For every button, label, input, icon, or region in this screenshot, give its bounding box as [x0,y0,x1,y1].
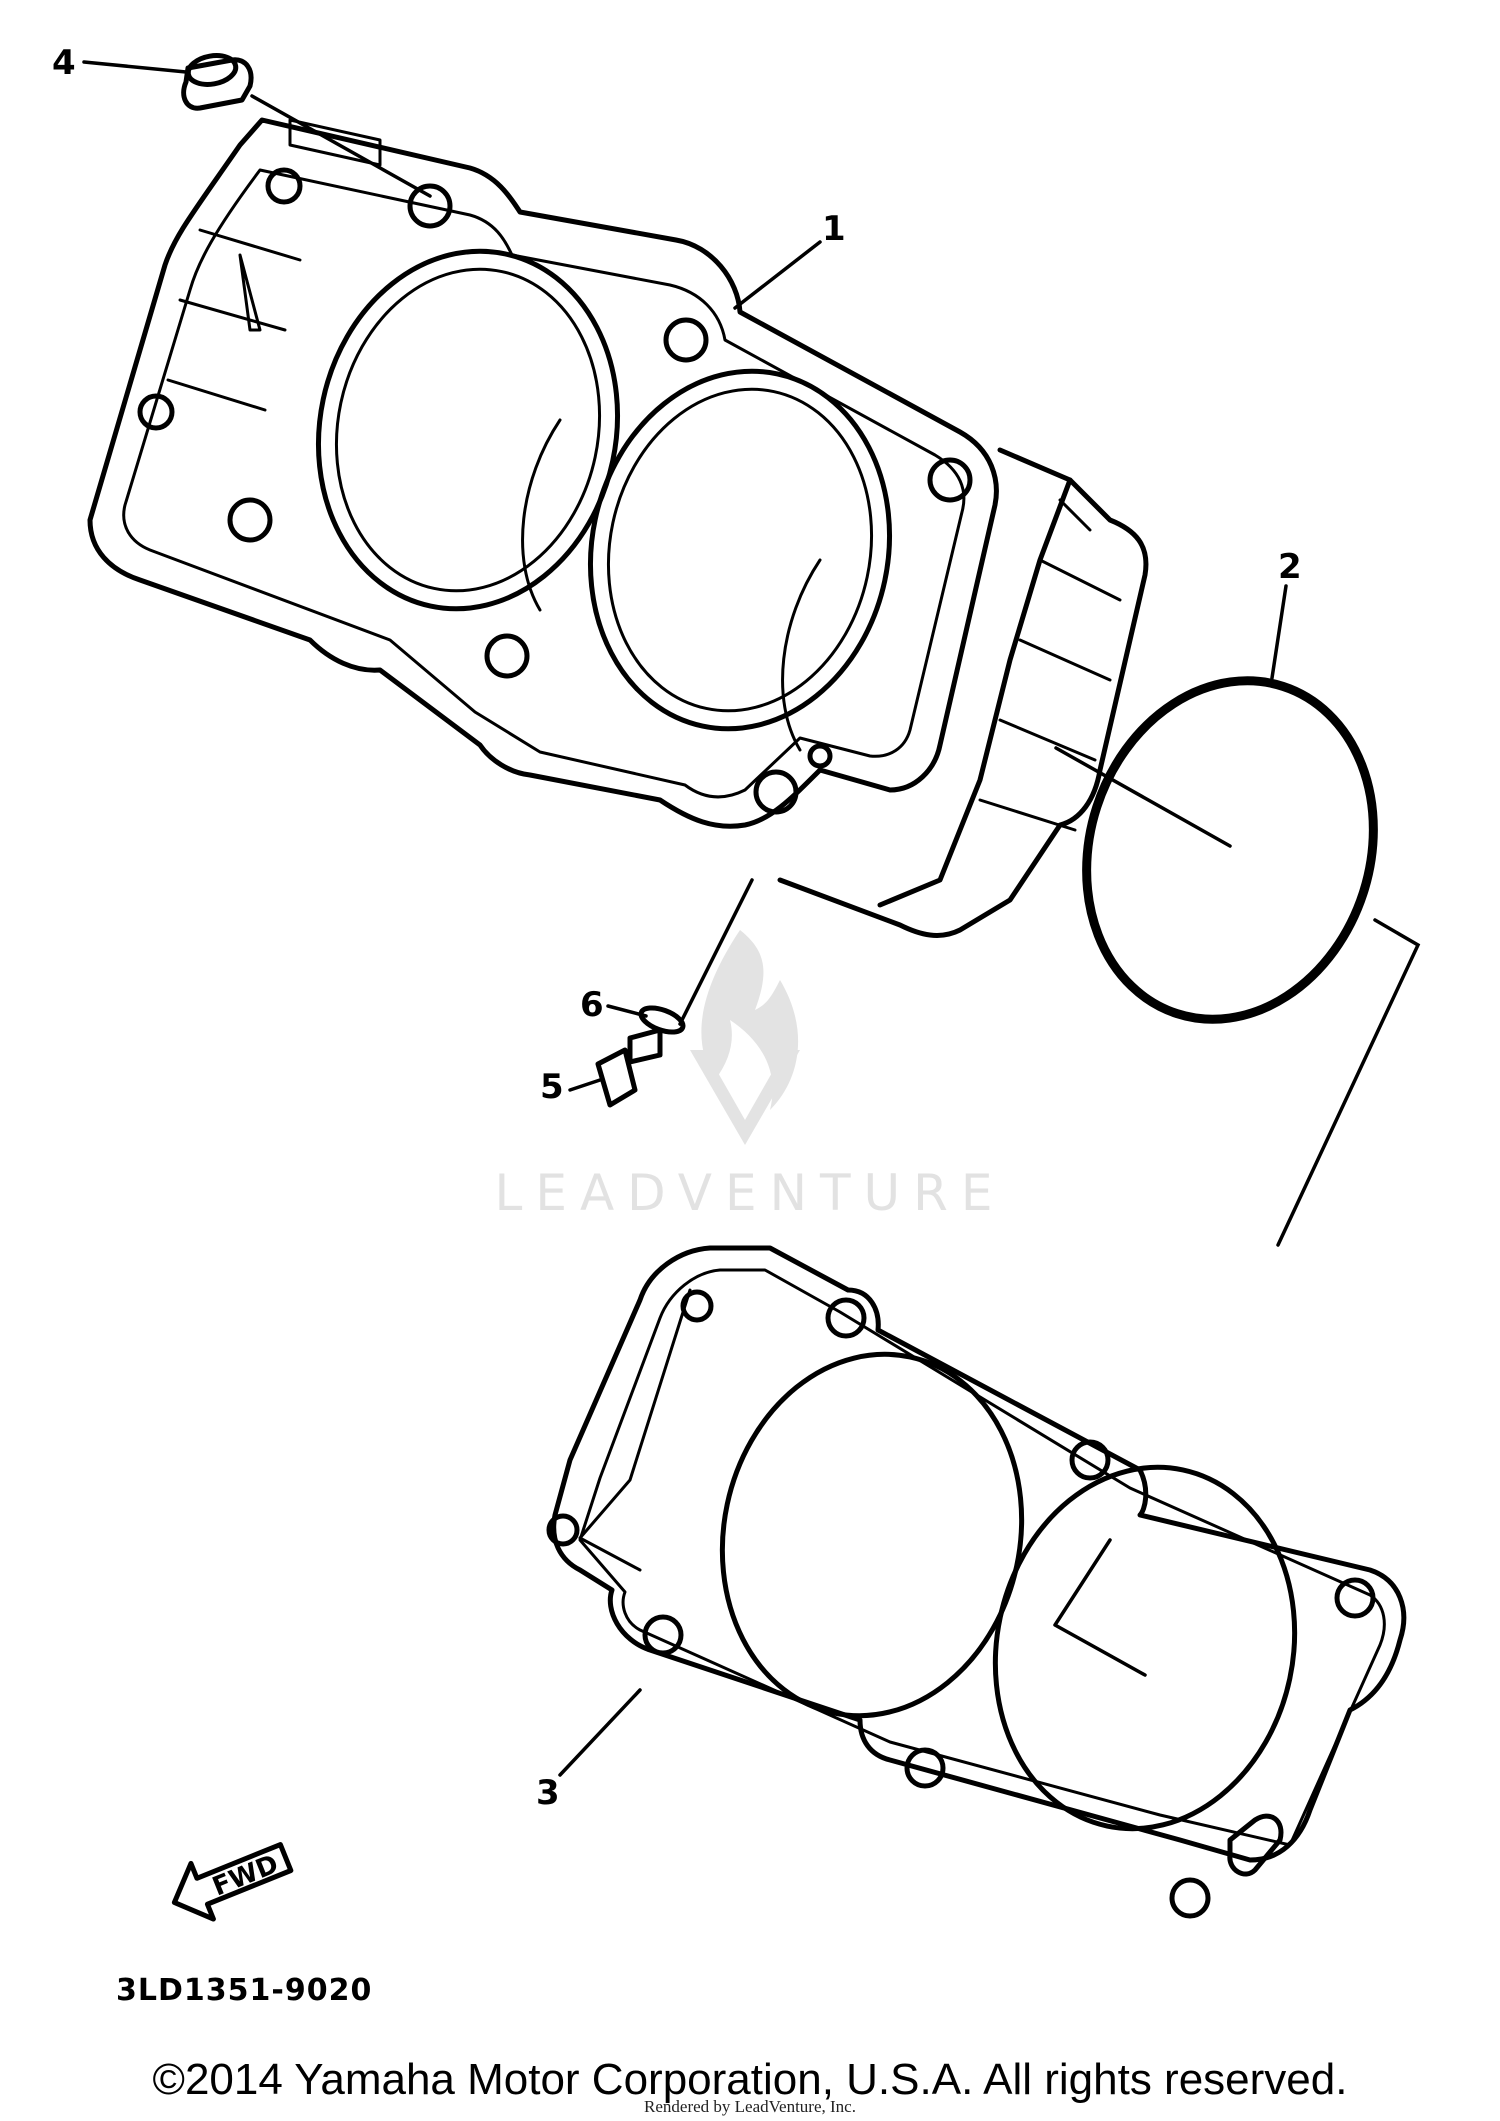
leadventure-watermark: LEADVENTURE [495,930,1006,1222]
cylinder-drawing: 1 [87,117,1149,938]
o-ring-drawing: 2 [1054,547,1421,1247]
dowel-pin-drawing [181,53,432,198]
callout-4: 4 [52,43,76,83]
washer-and-bolt-drawing: 6 5 [540,878,754,1108]
watermark-text: LEADVENTURE [495,1164,1006,1222]
forward-direction-indicator: FWD [171,1842,294,1922]
rendered-by-credit: Rendered by LeadVenture, Inc. [644,2097,856,2116]
callout-2: 2 [1278,547,1302,587]
drawing-code: 3LD1351-9020 [116,1973,372,2008]
gasket-drawing: 3 [536,1245,1407,1919]
callout-1: 1 [822,209,846,249]
callout-3: 3 [536,1773,560,1813]
copyright-notice: ©2014 Yamaha Motor Corporation, U.S.A. A… [152,2055,1348,2104]
callout-5: 5 [540,1067,564,1107]
callout-6: 6 [580,985,604,1025]
